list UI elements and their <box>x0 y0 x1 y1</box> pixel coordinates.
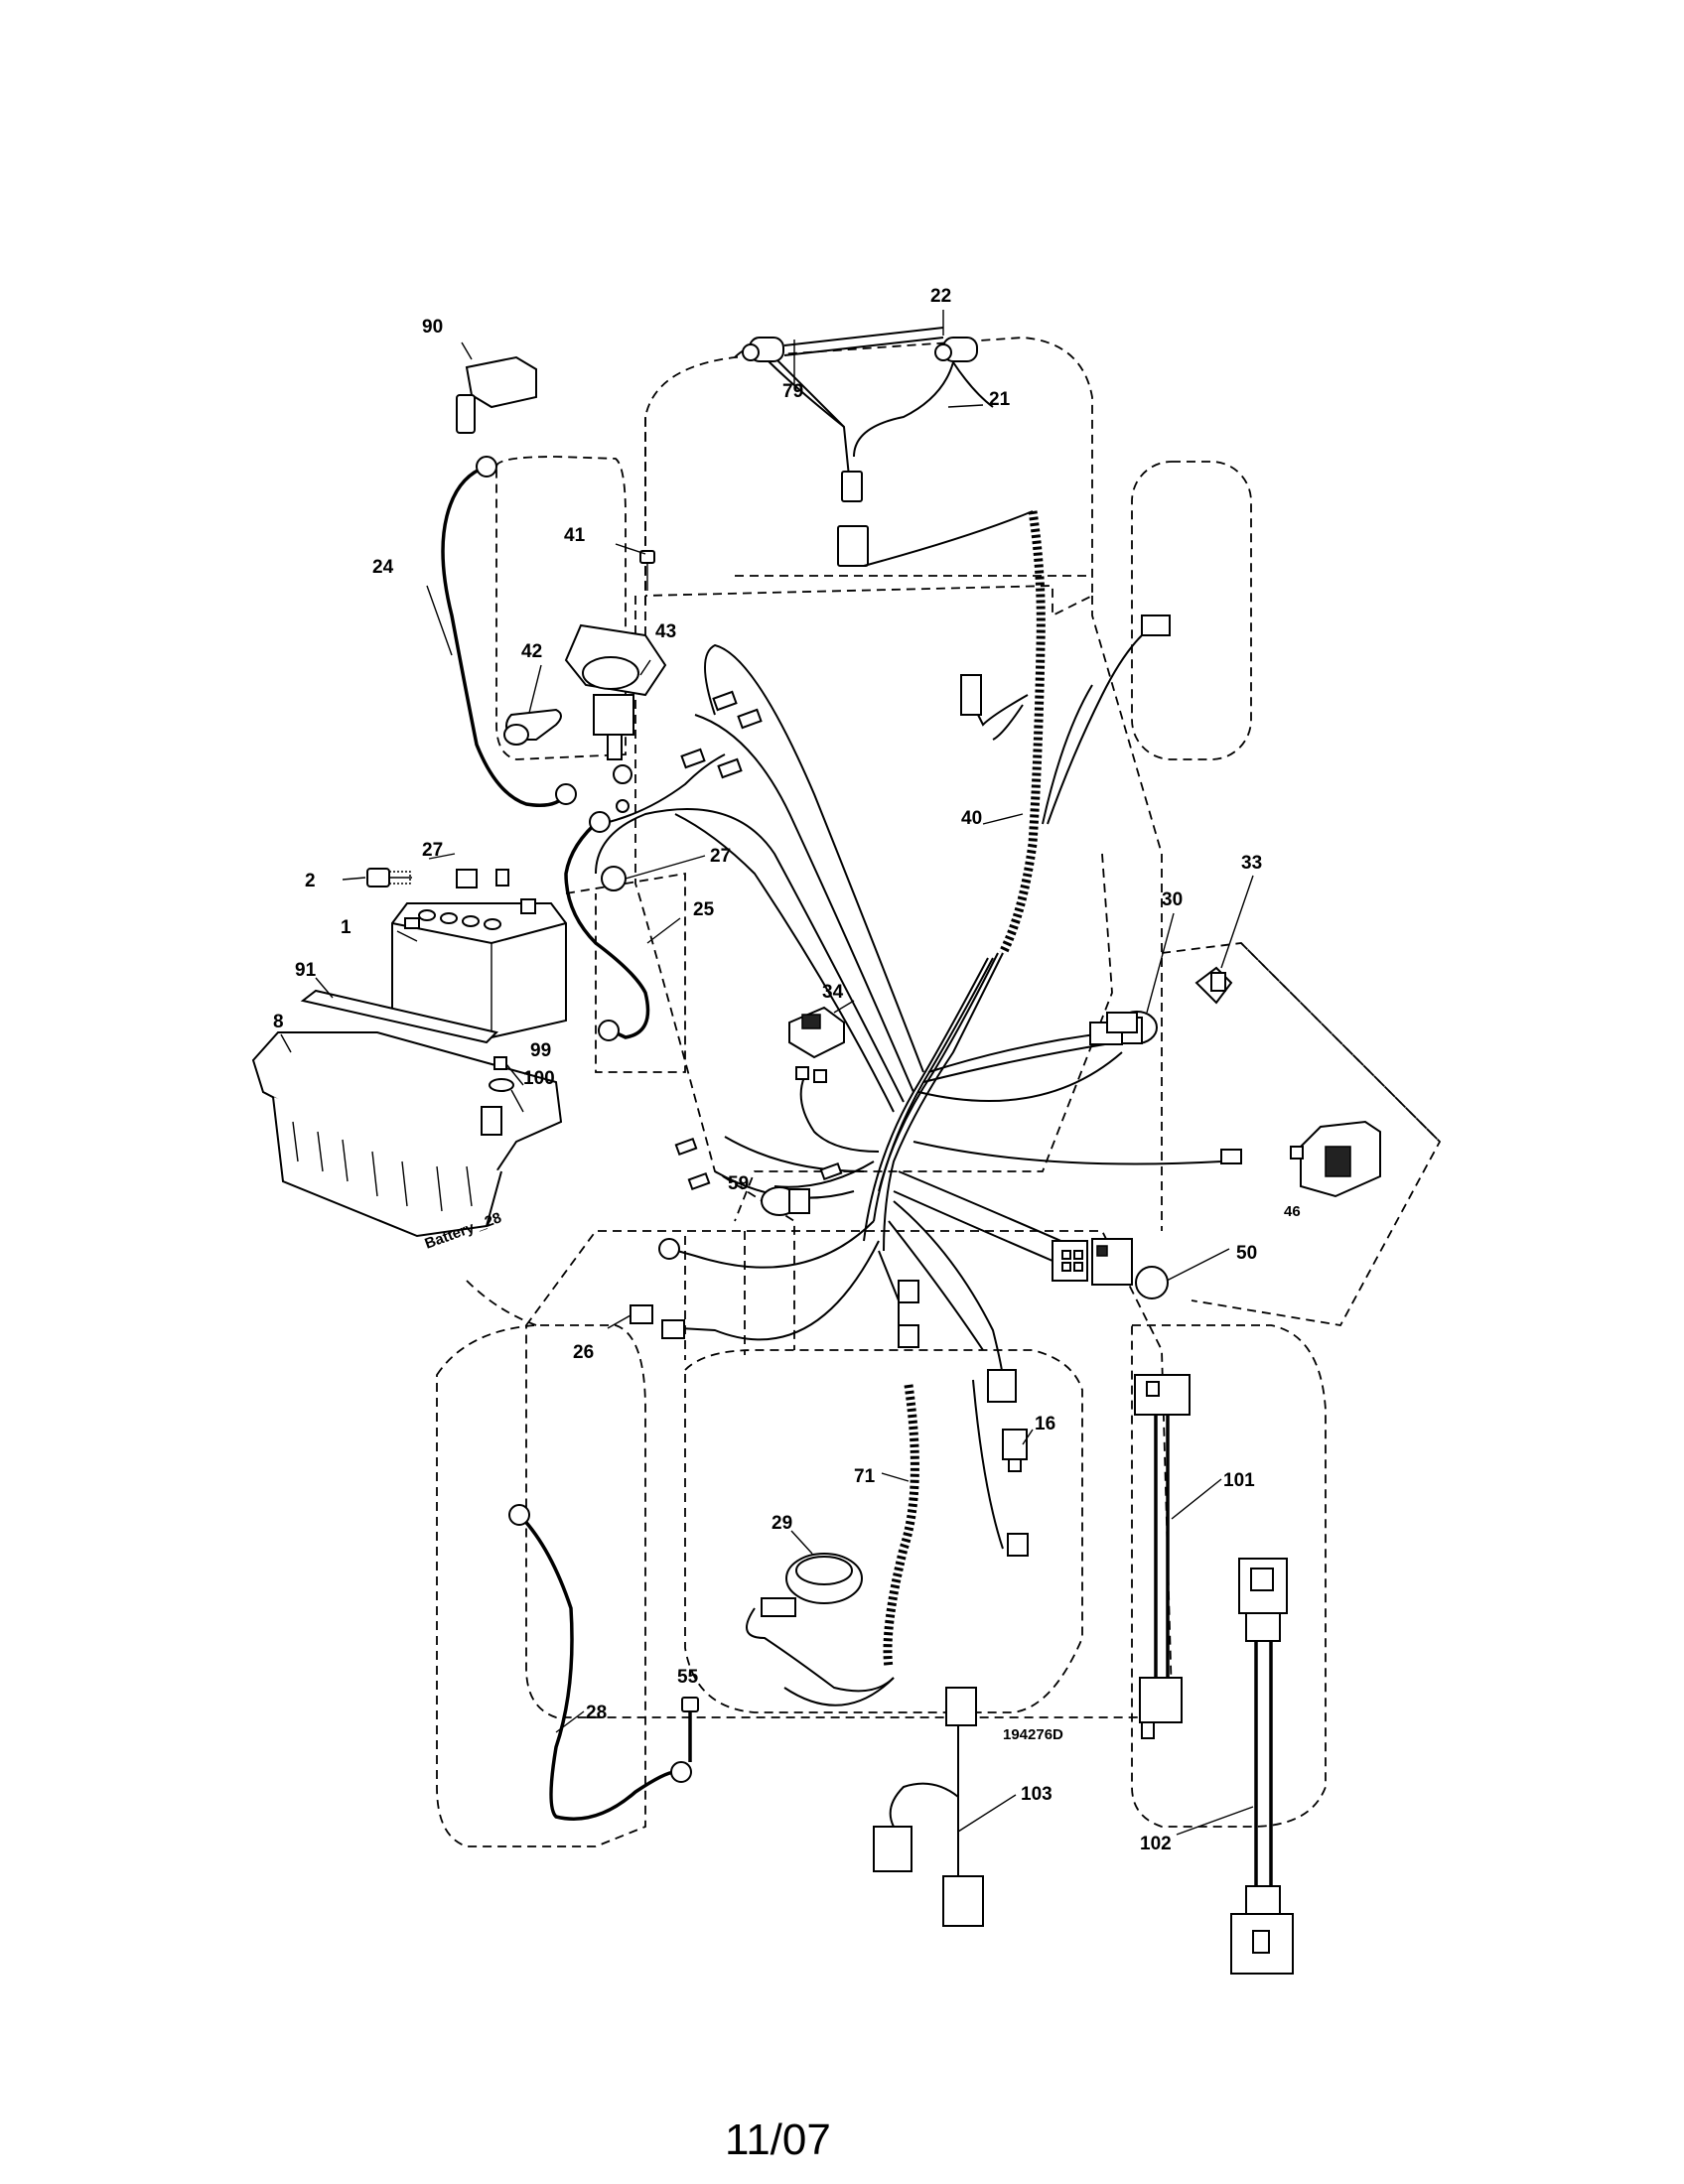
label-42: 42 <box>521 641 542 662</box>
connector-16 <box>1002 1429 1028 1472</box>
label-1: 1 <box>341 917 351 938</box>
switch-34 <box>788 1006 845 1083</box>
label-25: 25 <box>693 899 715 920</box>
boot-42 <box>503 708 562 746</box>
label-41: 41 <box>564 525 586 546</box>
label-101: 101 <box>1223 1470 1255 1491</box>
label-59: 59 <box>728 1173 749 1194</box>
label-21: 21 <box>989 389 1011 410</box>
socket-59 <box>761 1186 810 1216</box>
terminal-boot-90 <box>456 355 537 478</box>
label-43: 43 <box>655 621 676 642</box>
bolt-41 <box>639 550 655 591</box>
label-34: 34 <box>822 982 844 1003</box>
label-2: 2 <box>305 871 316 891</box>
label-27b: 27 <box>710 846 731 867</box>
label-55: 55 <box>677 1667 699 1688</box>
label-71: 71 <box>854 1466 876 1487</box>
switch-33 <box>1194 966 1233 1005</box>
battery-bolt-2 <box>366 868 509 888</box>
harness-102 <box>1230 1558 1294 1975</box>
label-100: 100 <box>523 1068 555 1089</box>
label-29: 29 <box>772 1513 792 1534</box>
socket-29 <box>761 1553 863 1617</box>
label-26: 26 <box>573 1342 594 1363</box>
label-30: 30 <box>1162 889 1183 910</box>
bolt-55 <box>681 1697 699 1762</box>
label-90: 90 <box>422 317 443 338</box>
switch-46 <box>1290 1120 1381 1198</box>
footer-date: 11/07 <box>725 2116 831 2164</box>
headlight-bulbs <box>742 327 978 362</box>
label-103: 103 <box>1021 1784 1052 1805</box>
label-33: 33 <box>1241 853 1262 874</box>
wiring <box>441 327 1273 1886</box>
label-24: 24 <box>372 557 394 578</box>
starter-solenoid-43 <box>564 623 667 813</box>
battery-1 <box>391 898 567 1039</box>
label-91: 91 <box>295 960 317 981</box>
tractor-outline <box>436 337 1442 1847</box>
label-79: 79 <box>782 381 803 402</box>
leader-lines <box>280 310 1254 1836</box>
label-99: 99 <box>530 1040 551 1061</box>
drawing-number: 194276D <box>1003 1726 1063 1743</box>
part-labels: 22 79 21 90 41 24 42 43 40 27 27 2 1 25 … <box>273 286 1301 1854</box>
label-40: 40 <box>961 808 982 829</box>
label-102: 102 <box>1140 1834 1172 1854</box>
harness-101 <box>1134 1374 1191 1739</box>
label-16: 16 <box>1035 1414 1055 1434</box>
label-8: 8 <box>273 1012 284 1032</box>
battery-tray-8 <box>251 1031 563 1238</box>
label-46: 46 <box>1284 1203 1301 1220</box>
harness-103 <box>873 1687 984 1927</box>
label-28: 28 <box>586 1703 607 1723</box>
switch-50 <box>1091 1238 1169 1299</box>
label-27a: 27 <box>422 840 443 861</box>
label-22: 22 <box>930 286 951 307</box>
label-50: 50 <box>1236 1243 1257 1264</box>
parts <box>251 355 1381 1975</box>
